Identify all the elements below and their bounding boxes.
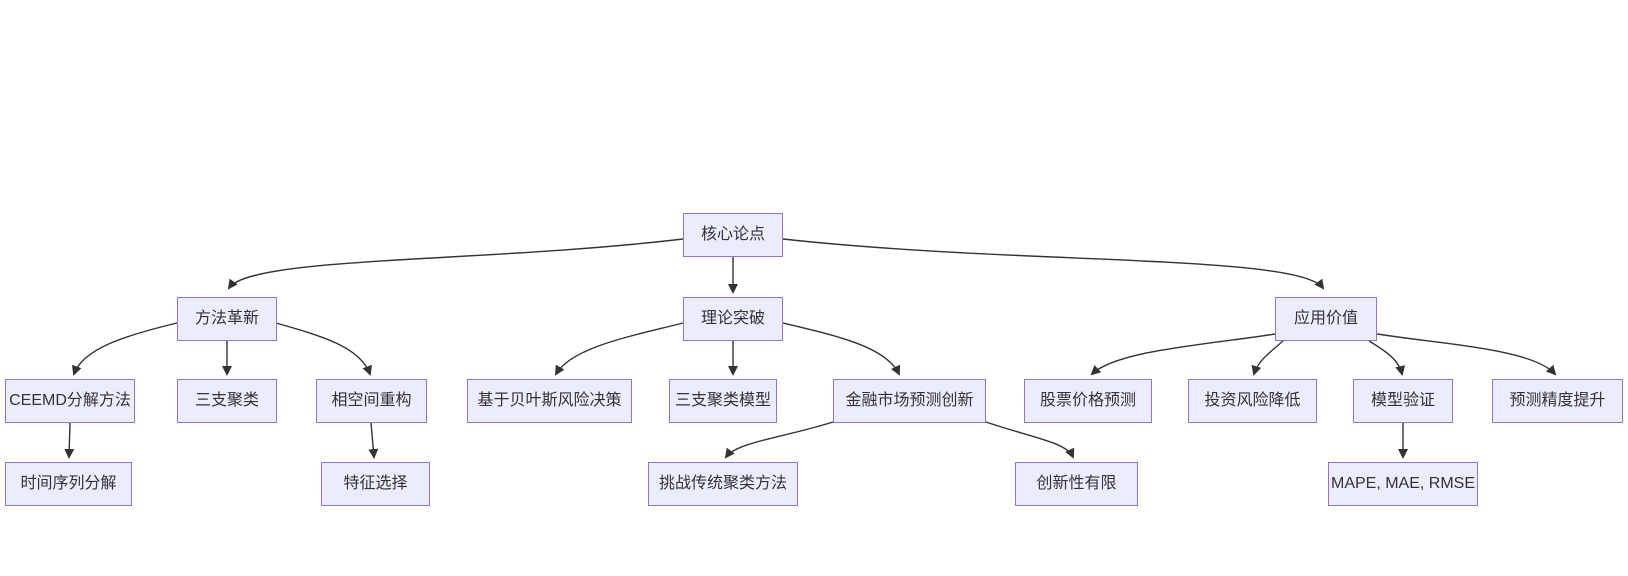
edge-core-to-application-value: [782, 238, 1325, 290]
node-application-value: 应用价值: [1275, 297, 1377, 341]
edge-financial-innovation-to-limited-innovation: [985, 421, 1075, 459]
node-financial-market-prediction-innovation: 金融市场预测创新: [833, 379, 986, 423]
node-theory-breakthrough: 理论突破: [683, 297, 783, 341]
edge-ceemd-to-time-series-decomposition: [64, 422, 75, 459]
edge-application-value-to-stock-prediction: [1090, 333, 1276, 376]
edge-method-innovation-to-ceemd: [72, 322, 178, 376]
edge-phase-space-to-feature-selection: [368, 422, 379, 459]
node-feature-selection: 特征选择: [321, 462, 430, 506]
edge-application-value-to-risk-reduction: [1251, 340, 1284, 376]
node-investment-risk-reduction: 投资风险降低: [1188, 379, 1317, 423]
node-stock-price-prediction: 股票价格预测: [1024, 379, 1152, 423]
node-three-way-clustering: 三支聚类: [177, 379, 277, 423]
node-model-validation: 模型验证: [1353, 379, 1453, 423]
edge-application-value-to-accuracy-improvement: [1376, 333, 1557, 376]
edge-theory-breakthrough-to-bayesian-risk: [554, 322, 684, 376]
node-ceemd-decomposition: CEEMD分解方法: [5, 379, 135, 423]
node-bayesian-risk-decision: 基于贝叶斯风险决策: [467, 379, 632, 423]
node-prediction-accuracy-improvement: 预测精度提升: [1492, 379, 1623, 423]
edge-method-innovation-to-phase-space: [275, 322, 372, 376]
edge-core-to-method-innovation: [227, 238, 684, 290]
node-core-argument: 核心论点: [683, 213, 783, 257]
node-three-way-clustering-model: 三支聚类模型: [669, 379, 777, 423]
node-method-innovation: 方法革新: [177, 297, 277, 341]
edge-theory-breakthrough-to-financial-innovation: [782, 322, 901, 376]
node-phase-space-reconstruction: 相空间重构: [316, 379, 427, 423]
edge-application-value-to-model-validation: [1368, 340, 1406, 376]
edge-financial-innovation-to-challenge-traditional: [724, 421, 834, 459]
node-time-series-decomposition: 时间序列分解: [5, 462, 132, 506]
node-challenge-traditional-clustering: 挑战传统聚类方法: [648, 462, 798, 506]
node-limited-innovation: 创新性有限: [1015, 462, 1138, 506]
node-metrics-mape-mae-rmse: MAPE, MAE, RMSE: [1328, 462, 1478, 506]
